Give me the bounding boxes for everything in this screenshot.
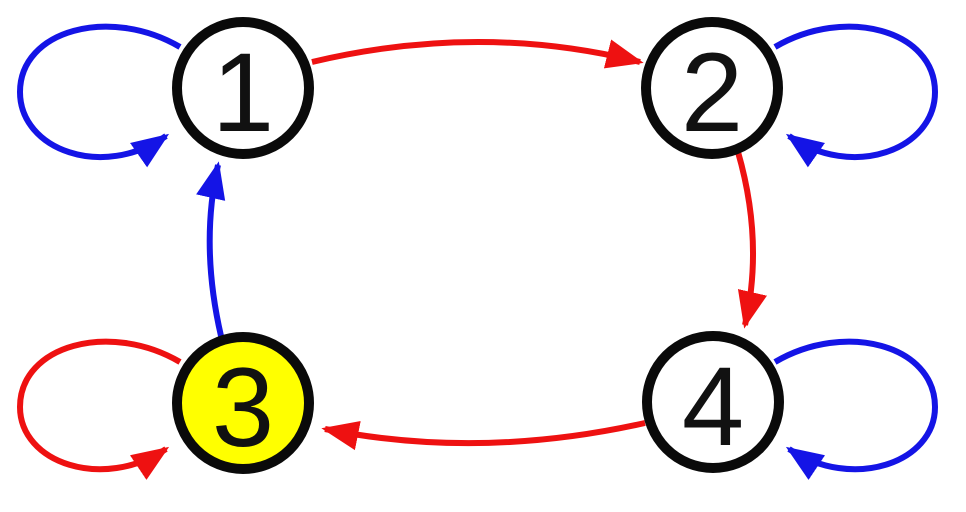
edge-2-to-4 [735,151,767,329]
node-label-1: 1 [212,30,274,155]
edge-1-to-2 [311,39,644,69]
self-loop-node-1 [16,23,182,168]
node-circle-1 [172,17,314,159]
node-label-2: 2 [681,30,743,155]
edge-3-to-1 [196,161,226,337]
edge-4-to-3 [321,420,646,451]
node-circle-3 [172,332,314,474]
node-circle-4 [642,331,784,473]
node-circle-2 [641,17,783,159]
state-node-2: 2 [641,17,783,159]
state-node-1: 1 [172,17,314,159]
state-node-4: 4 [642,331,784,473]
node-label-4: 4 [682,344,744,469]
self-loop-node-3 [16,338,182,480]
state-node-3-highlighted: 3 [172,332,314,474]
node-label-3: 3 [212,345,274,470]
self-loop-node-2 [773,23,939,168]
self-loop-node-4 [773,338,939,480]
